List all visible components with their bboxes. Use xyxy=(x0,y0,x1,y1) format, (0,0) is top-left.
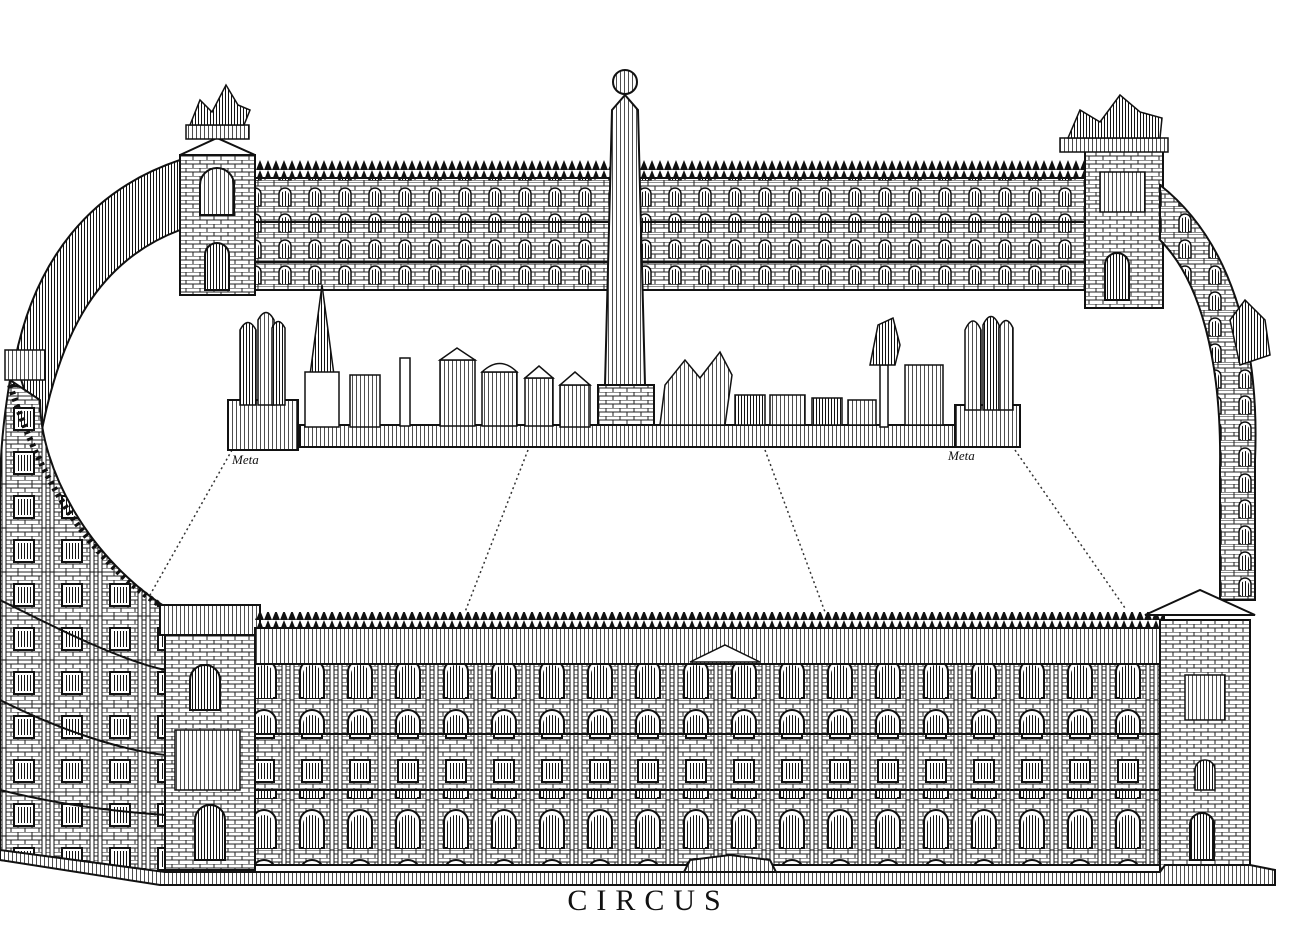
front-wall xyxy=(254,612,1166,881)
meta-right-icon xyxy=(954,315,1021,448)
arena-floor xyxy=(160,295,1170,620)
victory-statue-icon xyxy=(869,316,901,366)
front-left-tower xyxy=(159,604,261,871)
back-left-tower xyxy=(179,83,256,296)
left-curved-wall xyxy=(0,158,181,882)
meta-left-icon xyxy=(227,311,299,451)
central-obelisk-icon xyxy=(597,69,655,426)
dotted-lane-lines xyxy=(149,449,1126,613)
meta-right-label: Meta xyxy=(948,448,975,463)
right-curved-wall xyxy=(1159,182,1271,601)
meta-left-label: Meta xyxy=(232,452,259,467)
engraving-caption: CIRCUS xyxy=(567,884,730,917)
statue-group-icon xyxy=(188,83,251,126)
spina xyxy=(227,69,1021,451)
base-plinth xyxy=(0,848,1276,886)
back-wall xyxy=(249,160,1086,291)
front-right-tower xyxy=(1144,588,1256,871)
chariot-statue-icon xyxy=(1066,93,1163,139)
sculpture-group-icon xyxy=(659,350,733,426)
back-right-tower xyxy=(1059,93,1169,309)
